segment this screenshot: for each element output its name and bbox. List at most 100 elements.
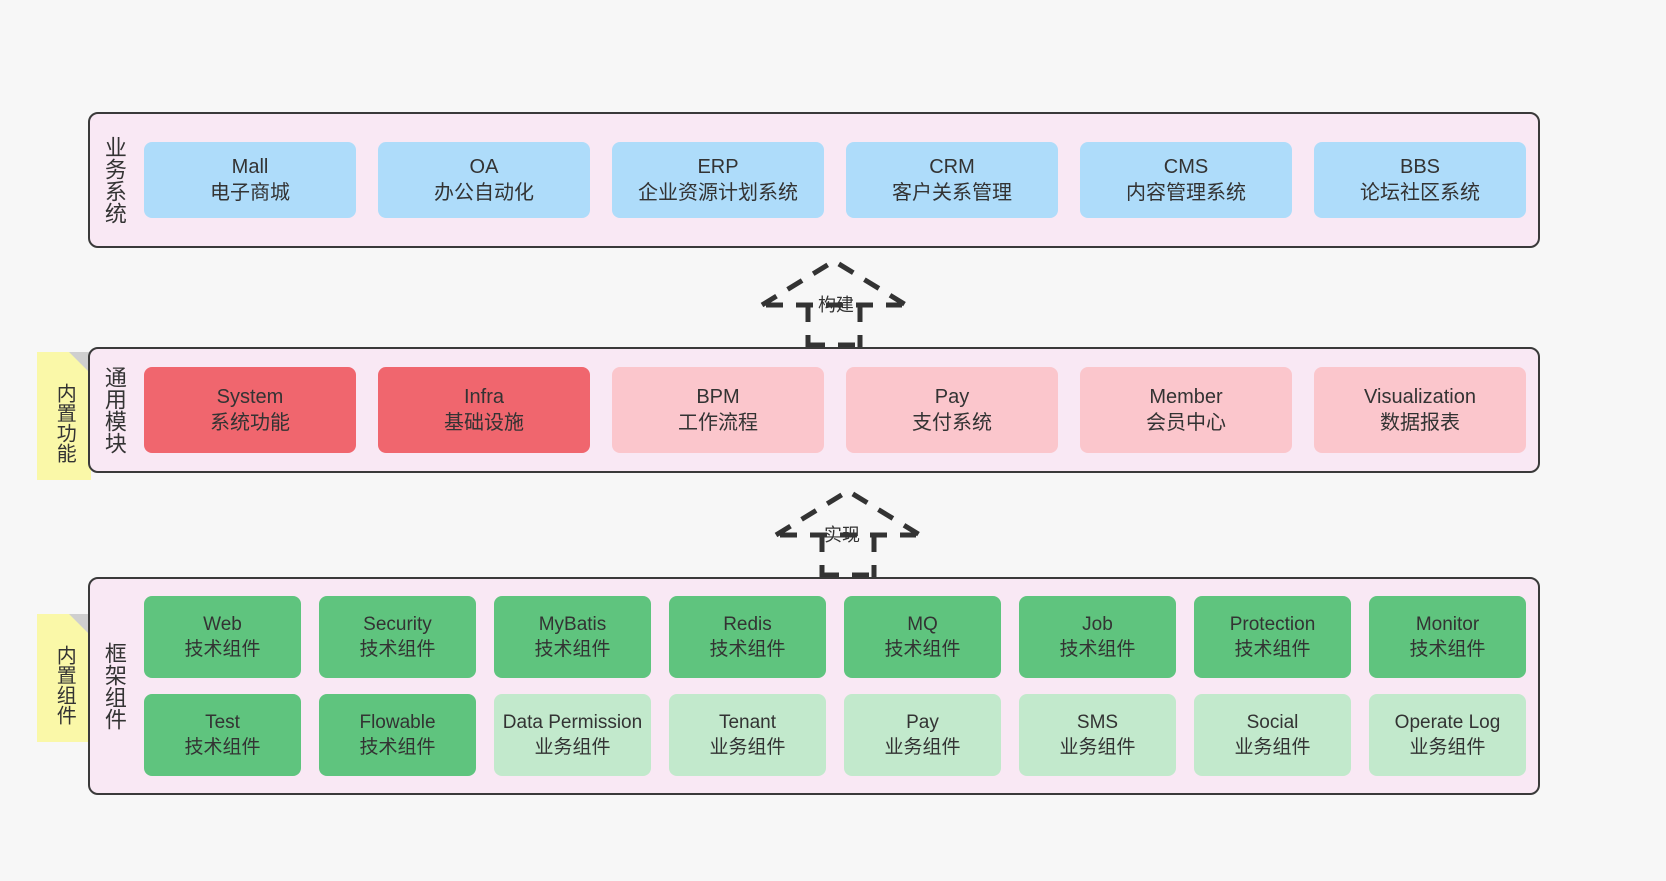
node-monitor-cn: 技术组件 bbox=[1409, 639, 1486, 660]
node-oa[interactable]: OA 办公自动化 bbox=[378, 142, 590, 218]
node-erp[interactable]: ERP 企业资源计划系统 bbox=[612, 142, 824, 218]
note-builtin-components: 内置组件 bbox=[37, 614, 91, 742]
node-web[interactable]: Web 技术组件 bbox=[144, 596, 301, 678]
node-oa-en: OA bbox=[469, 155, 499, 178]
node-job[interactable]: Job 技术组件 bbox=[1019, 596, 1176, 678]
node-pay-component-cn: 业务组件 bbox=[884, 737, 961, 758]
node-mybatis-cn: 技术组件 bbox=[534, 639, 611, 660]
node-mall[interactable]: Mall 电子商城 bbox=[144, 142, 356, 218]
node-tenant[interactable]: Tenant 业务组件 bbox=[669, 694, 826, 776]
node-member[interactable]: Member 会员中心 bbox=[1080, 367, 1292, 453]
node-flowable-en: Flowable bbox=[359, 711, 436, 733]
node-visualization-en: Visualization bbox=[1364, 385, 1476, 408]
node-operate-log-en: Operate Log bbox=[1394, 711, 1501, 733]
node-protection-en: Protection bbox=[1229, 613, 1316, 635]
layer-title-business: 业务系统 bbox=[101, 136, 127, 224]
node-system[interactable]: System 系统功能 bbox=[144, 367, 356, 453]
node-bbs-cn: 论坛社区系统 bbox=[1360, 182, 1480, 204]
node-operate-log[interactable]: Operate Log 业务组件 bbox=[1369, 694, 1526, 776]
row-modules-1: System 系统功能 Infra 基础设施 BPM 工作流程 Pay 支付系统… bbox=[144, 367, 1526, 453]
node-mall-en: Mall bbox=[231, 155, 269, 178]
node-bbs[interactable]: BBS 论坛社区系统 bbox=[1314, 142, 1526, 218]
node-flowable[interactable]: Flowable 技术组件 bbox=[319, 694, 476, 776]
node-mq[interactable]: MQ 技术组件 bbox=[844, 596, 1001, 678]
node-bpm[interactable]: BPM 工作流程 bbox=[612, 367, 824, 453]
node-mybatis[interactable]: MyBatis 技术组件 bbox=[494, 596, 651, 678]
layer-body-framework: Web 技术组件 Security 技术组件 MyBatis 技术组件 Redi… bbox=[138, 579, 1538, 793]
note-builtin-components-text: 内置组件 bbox=[53, 645, 76, 725]
node-cms-cn: 内容管理系统 bbox=[1126, 182, 1246, 204]
node-web-en: Web bbox=[203, 613, 242, 635]
layer-body-modules: System 系统功能 Infra 基础设施 BPM 工作流程 Pay 支付系统… bbox=[138, 349, 1538, 471]
node-security-en: Security bbox=[363, 613, 432, 635]
node-tenant-en: Tenant bbox=[718, 711, 777, 733]
layer-framework-components: 框架组件 Web 技术组件 Security 技术组件 MyBatis 技术组件… bbox=[88, 577, 1540, 795]
node-pay-module-cn: 支付系统 bbox=[912, 412, 992, 434]
node-sms[interactable]: SMS 业务组件 bbox=[1019, 694, 1176, 776]
node-cms-en: CMS bbox=[1163, 155, 1209, 178]
node-protection[interactable]: Protection 技术组件 bbox=[1194, 596, 1351, 678]
node-mybatis-en: MyBatis bbox=[538, 613, 607, 635]
node-data-permission-en: Data Permission bbox=[502, 711, 643, 733]
row-framework-business: Test 技术组件 Flowable 技术组件 Data Permission … bbox=[144, 694, 1526, 776]
node-system-en: System bbox=[216, 385, 284, 408]
node-visualization[interactable]: Visualization 数据报表 bbox=[1314, 367, 1526, 453]
node-member-en: Member bbox=[1149, 385, 1223, 408]
node-crm-en: CRM bbox=[929, 155, 975, 178]
node-mq-en: MQ bbox=[907, 613, 938, 635]
row-business-1: Mall 电子商城 OA 办公自动化 ERP 企业资源计划系统 CRM 客户关系… bbox=[144, 142, 1526, 218]
node-cms[interactable]: CMS 内容管理系统 bbox=[1080, 142, 1292, 218]
node-protection-cn: 技术组件 bbox=[1234, 639, 1311, 660]
note-builtin-features: 内置功能 bbox=[37, 352, 91, 480]
node-pay-component[interactable]: Pay 业务组件 bbox=[844, 694, 1001, 776]
node-pay-module[interactable]: Pay 支付系统 bbox=[846, 367, 1058, 453]
node-bpm-cn: 工作流程 bbox=[678, 412, 758, 434]
node-security-cn: 技术组件 bbox=[359, 639, 436, 660]
layer-common-modules: 通用模块 System 系统功能 Infra 基础设施 BPM 工作流程 Pay… bbox=[88, 347, 1540, 473]
node-mall-cn: 电子商城 bbox=[210, 182, 290, 204]
layer-body-business: Mall 电子商城 OA 办公自动化 ERP 企业资源计划系统 CRM 客户关系… bbox=[138, 114, 1538, 246]
node-bpm-en: BPM bbox=[696, 385, 740, 408]
connector-build-generalization bbox=[760, 258, 908, 347]
row-framework-tech: Web 技术组件 Security 技术组件 MyBatis 技术组件 Redi… bbox=[144, 596, 1526, 678]
node-web-cn: 技术组件 bbox=[184, 639, 261, 660]
node-security[interactable]: Security 技术组件 bbox=[319, 596, 476, 678]
node-crm[interactable]: CRM 客户关系管理 bbox=[846, 142, 1058, 218]
node-infra[interactable]: Infra 基础设施 bbox=[378, 367, 590, 453]
node-visualization-cn: 数据报表 bbox=[1380, 412, 1460, 434]
node-data-permission[interactable]: Data Permission 业务组件 bbox=[494, 694, 651, 776]
layer-title-framework: 框架组件 bbox=[101, 642, 127, 730]
node-social[interactable]: Social 业务组件 bbox=[1194, 694, 1351, 776]
node-job-en: Job bbox=[1082, 613, 1113, 635]
node-member-cn: 会员中心 bbox=[1146, 412, 1226, 434]
node-test-cn: 技术组件 bbox=[184, 737, 261, 758]
node-bbs-en: BBS bbox=[1399, 155, 1441, 178]
node-erp-en: ERP bbox=[697, 155, 739, 178]
node-flowable-cn: 技术组件 bbox=[359, 737, 436, 758]
node-operate-log-cn: 业务组件 bbox=[1409, 737, 1486, 758]
node-pay-component-en: Pay bbox=[906, 711, 939, 733]
node-job-cn: 技术组件 bbox=[1059, 639, 1136, 660]
node-redis-cn: 技术组件 bbox=[709, 639, 786, 660]
node-crm-cn: 客户关系管理 bbox=[892, 182, 1012, 204]
node-sms-cn: 业务组件 bbox=[1059, 737, 1136, 758]
node-redis-en: Redis bbox=[723, 613, 772, 635]
layer-business-systems: 业务系统 Mall 电子商城 OA 办公自动化 ERP 企业资源计划系统 CRM… bbox=[88, 112, 1540, 248]
layer-title-modules: 通用模块 bbox=[101, 366, 127, 454]
node-test[interactable]: Test 技术组件 bbox=[144, 694, 301, 776]
connector-label-implement: 实现 bbox=[824, 525, 860, 545]
node-system-cn: 系统功能 bbox=[210, 412, 290, 434]
node-erp-cn: 企业资源计划系统 bbox=[638, 182, 798, 204]
connector-label-build: 构建 bbox=[818, 295, 854, 315]
node-pay-module-en: Pay bbox=[934, 385, 970, 408]
node-data-permission-cn: 业务组件 bbox=[534, 737, 611, 758]
node-monitor[interactable]: Monitor 技术组件 bbox=[1369, 596, 1526, 678]
node-infra-cn: 基础设施 bbox=[444, 412, 524, 434]
node-infra-en: Infra bbox=[463, 385, 505, 408]
node-mq-cn: 技术组件 bbox=[884, 639, 961, 660]
node-monitor-en: Monitor bbox=[1415, 613, 1480, 635]
connector-implement-generalization bbox=[774, 488, 922, 577]
node-tenant-cn: 业务组件 bbox=[709, 737, 786, 758]
node-redis[interactable]: Redis 技术组件 bbox=[669, 596, 826, 678]
